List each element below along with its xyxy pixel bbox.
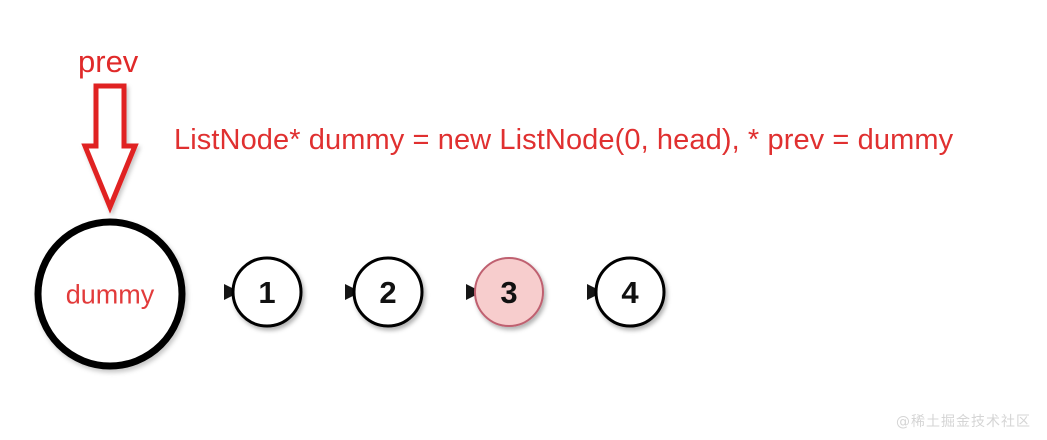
watermark-text: @稀土掘金技术社区 <box>896 414 1031 430</box>
link-1-2 <box>303 284 361 300</box>
node-circle-1[interactable] <box>231 256 303 328</box>
link-2-3 <box>424 284 482 300</box>
node-label-2: 2 <box>379 275 397 310</box>
prev-pointer-arrow-icon <box>81 83 139 214</box>
node-label-4: 4 <box>621 275 639 310</box>
node-label-3: 3 <box>500 275 518 310</box>
node-circle-4[interactable] <box>594 256 666 328</box>
code-annotation-text: ListNode* dummy = new ListNode(0, head),… <box>174 124 954 156</box>
node-circle-3[interactable] <box>474 257 544 327</box>
prev-pointer-label: prev <box>78 44 139 79</box>
node-circle-dummy[interactable] <box>34 218 186 370</box>
node-circle-2[interactable] <box>352 256 424 328</box>
node-label-dummy: dummy <box>65 279 155 310</box>
link-3-4 <box>545 284 603 300</box>
node-label-1: 1 <box>258 275 276 310</box>
